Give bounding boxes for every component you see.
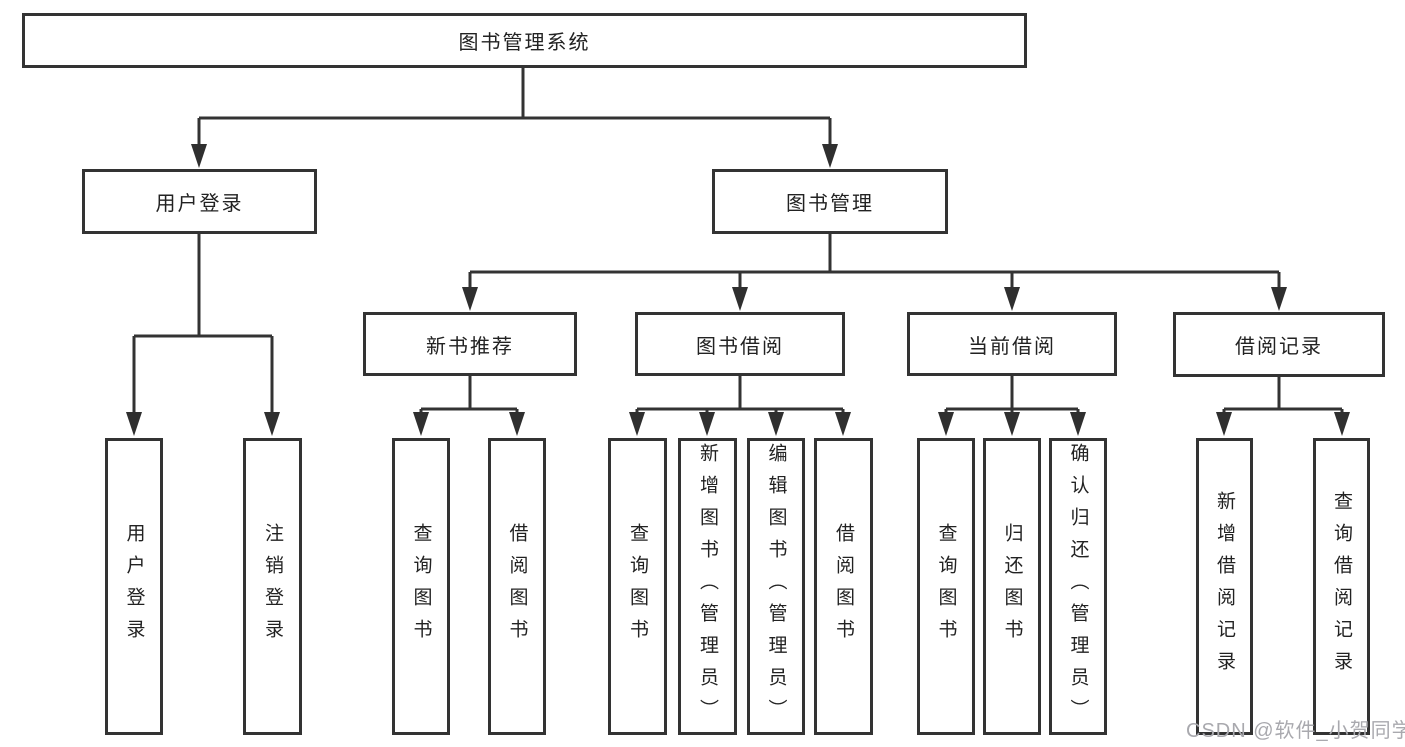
leaf-borrow-books: 借阅图书 bbox=[488, 438, 546, 735]
node-label: 注销登录 bbox=[262, 522, 283, 651]
node-label: 图书管理系统 bbox=[458, 32, 591, 54]
node-label: 图书管理 bbox=[786, 193, 874, 215]
csdn-watermark: CSDN @软件_小贺同学 bbox=[1186, 720, 1405, 742]
leaf-confirm-return-admin: 确认归还（管理员） bbox=[1049, 438, 1107, 735]
leaf-query-books: 查询图书 bbox=[392, 438, 450, 735]
node-user-login: 用户登录 bbox=[82, 169, 317, 234]
node-label: 新增图书（管理员） bbox=[697, 442, 718, 731]
leaf-add-borrow-record: 新增借阅记录 bbox=[1196, 438, 1253, 735]
node-borrowing-records: 借阅记录 bbox=[1173, 312, 1385, 377]
node-library-system: 图书管理系统 bbox=[22, 13, 1027, 68]
arrowheads bbox=[126, 144, 1350, 436]
node-label: 确认归还（管理员） bbox=[1067, 442, 1089, 731]
connector-paths bbox=[132, 68, 1344, 418]
node-book-management: 图书管理 bbox=[712, 169, 948, 234]
leaf-edit-book-admin: 编辑图书（管理员） bbox=[747, 438, 805, 735]
leaf-query-borrow-record: 查询借阅记录 bbox=[1313, 438, 1370, 735]
leaf-logout: 注销登录 bbox=[243, 438, 302, 735]
node-label: 用户登录 bbox=[123, 522, 145, 651]
node-label: 新书推荐 bbox=[426, 335, 514, 358]
leaf-query-books: 查询图书 bbox=[917, 438, 975, 735]
node-label: 借阅图书 bbox=[833, 522, 854, 651]
node-label: 查询图书 bbox=[410, 522, 432, 651]
leaf-return-book: 归还图书 bbox=[983, 438, 1041, 735]
node-label: 归还图书 bbox=[1001, 522, 1023, 651]
node-book-borrowing: 图书借阅 bbox=[635, 312, 845, 376]
node-label: 查询图书 bbox=[935, 522, 957, 651]
node-label: 查询图书 bbox=[627, 522, 648, 651]
leaf-borrow-books: 借阅图书 bbox=[814, 438, 873, 735]
node-label: 新增借阅记录 bbox=[1214, 490, 1235, 683]
node-label: 当前借阅 bbox=[968, 335, 1056, 358]
node-label: 借阅图书 bbox=[506, 522, 528, 651]
node-label: 借阅记录 bbox=[1235, 336, 1323, 358]
leaf-query-books: 查询图书 bbox=[608, 438, 667, 735]
node-label: 编辑图书（管理员） bbox=[765, 442, 787, 731]
leaf-user-login: 用户登录 bbox=[105, 438, 163, 735]
node-current-borrowing: 当前借阅 bbox=[907, 312, 1117, 376]
leaf-add-book-admin: 新增图书（管理员） bbox=[678, 438, 737, 735]
node-label: 查询借阅记录 bbox=[1331, 490, 1352, 683]
node-label: 用户登录 bbox=[155, 193, 244, 215]
node-new-book-recommendation: 新书推荐 bbox=[363, 312, 577, 376]
node-label: 图书借阅 bbox=[696, 335, 784, 358]
